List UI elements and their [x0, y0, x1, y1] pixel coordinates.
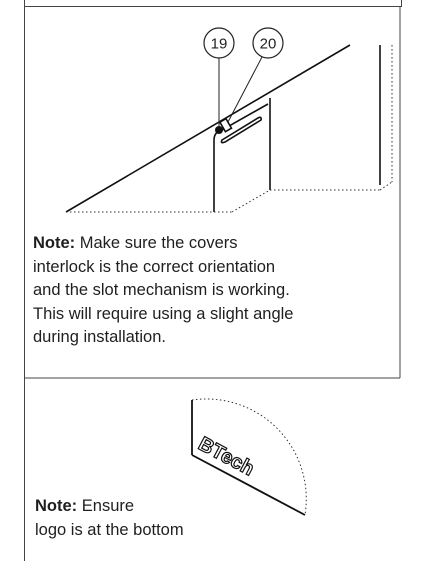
callout-19-label: 19 [211, 36, 228, 53]
detail-cover-bottom [191, 454, 306, 516]
note-interlock-line-2: interlock is the correct orientation [33, 257, 276, 276]
callout-20-label: 20 [260, 36, 277, 53]
note-interlock-line-3: and the slot mechanism is working. [33, 281, 290, 299]
frame-top-border [24, 0, 402, 7]
interlock-pin [215, 126, 224, 135]
floor-dotted [66, 45, 393, 213]
interlock-clip [218, 117, 233, 133]
note-logo-line-2: logo is at the bottom [35, 520, 184, 539]
note-logo-line-1: Ensure [77, 497, 135, 515]
frame-left-border [24, 6, 25, 561]
callout-20: 20 [227, 27, 284, 123]
note-interlock-line-4: This will require using a slight angle [33, 304, 294, 323]
note-interlock-label: Note: [33, 234, 76, 252]
cover-diagram [65, 44, 381, 213]
note-interlock-line-1: Make sure the covers [75, 234, 238, 252]
cover-edge-line [65, 44, 351, 213]
note-logo: Note: Ensure logo is at the bottom [35, 495, 235, 542]
note-interlock-line-5: during installation. [33, 328, 166, 346]
callout-19: 19 [203, 27, 235, 127]
slot-mechanism [220, 116, 262, 144]
note-logo-label: Note: [35, 497, 78, 515]
note-interlock: Note: Make sure the covers interlock is t… [33, 232, 363, 350]
